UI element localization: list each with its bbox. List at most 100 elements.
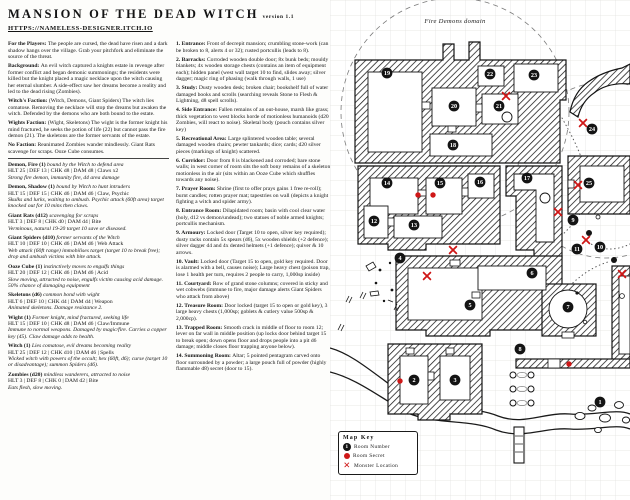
room-badge-19: 19 [381, 67, 393, 79]
monster-stats: HLT 25 | DEF 12 | CHK d10 | DAM d6 | Spe… [8, 349, 114, 356]
designer-url-link[interactable]: HTTPS://NAMELESS-DESIGNER.ITCH.IO [8, 25, 153, 32]
room-badge-11: 11 [571, 243, 583, 255]
monster-name: Demon, Fire (1) bound by the Witch to de… [8, 162, 124, 168]
location-entry: 1. Entrance: Front of decrepit mansion; … [176, 41, 329, 54]
svg-text:13: 13 [411, 222, 417, 229]
location-entry: 10. Vault: Locked door (Target 15 to ope… [176, 258, 330, 278]
intro-paragraph: No Faction: Reanimated Zombies wander mi… [8, 142, 155, 155]
monster-traits: Skulks and lurks, waiting to ambush. Psy… [8, 197, 164, 210]
room-badge-17: 17 [521, 172, 533, 184]
monster-name: Skeletons (d6) common bond with wight [8, 292, 100, 299]
location-entry: 13. Trapped Room: Smooth crack in middle… [176, 324, 327, 351]
monster-location-x [573, 180, 583, 190]
monster-location-x-icon: ✕ [343, 460, 351, 471]
room-badge-6: 6 [526, 267, 538, 279]
svg-text:4: 4 [398, 255, 401, 262]
monster-traits: Animated skeletons. Damage resistance 2. [8, 305, 103, 312]
room-secret-dot [566, 361, 572, 367]
monster-traits: Strong fire demon, immunity fire, d4 are… [8, 174, 120, 181]
map-key-title: Map Key [343, 435, 375, 441]
location-list: 1. Entrance: Front of decrepit mansion; … [176, 41, 332, 373]
dungeon-map-canvas: 1234567891011121314151617181920212223242… [330, 0, 630, 500]
location-entry: 8. Entrance Room: Dilapidated room; basi… [176, 208, 326, 227]
svg-text:20: 20 [451, 103, 457, 110]
monster-stats: HLT 3 | DEF 8 | CHK 0 | DAM d2 | Bite [8, 378, 99, 385]
room-badge-7: 7 [562, 301, 574, 313]
room-badge-25: 25 [583, 177, 595, 189]
monster-stats: HLT 6 | DEF 10 | CHK d4 | DAM d4 | Weapo… [8, 298, 113, 305]
svg-text:19: 19 [384, 70, 390, 77]
monster-traits: Eats flesh, slow moving. [8, 384, 63, 391]
monster-stat-section: Demon, Fire (1) bound by the Witch to de… [8, 162, 169, 391]
room-badge-21: 21 [493, 100, 505, 112]
svg-text:15: 15 [437, 180, 443, 187]
location-entry: 3. Study: Dusty wooden desk; broken chai… [176, 85, 329, 104]
map-key-label: Room Secret [353, 453, 385, 460]
monster-name: Zombies (d20) mindless wanderers, attrac… [8, 371, 131, 378]
version-text: version 1.1 [262, 14, 295, 20]
svg-text:5: 5 [468, 302, 471, 309]
location-key-column: 1. Entrance: Front of decrepit mansion; … [176, 41, 332, 375]
monster-location-x [617, 269, 627, 279]
room-badge-16: 16 [474, 176, 486, 188]
room-badge-20: 20 [448, 100, 460, 112]
monster-stat-block: Giant Spiders (d10) former servants of t… [8, 235, 169, 261]
svg-text:16: 16 [477, 179, 483, 186]
map-key-label: Monster Location [354, 462, 399, 469]
intro-and-bestiary-column: For the Players: The people are cursed, … [8, 41, 169, 394]
intro-paragraph: For the Players: The people are cursed, … [8, 41, 168, 60]
location-entry: 14. Summoning Room: Altar; 5 pointed pen… [176, 353, 327, 372]
intro-section: For the Players: The people are cursed, … [8, 41, 169, 155]
room-badge-5: 5 [464, 299, 476, 311]
svg-text:22: 22 [487, 71, 493, 78]
location-entry: 7. Prayer Room: Shrine (first to offer p… [176, 186, 329, 205]
room-number-badge-icon: 1 [343, 443, 351, 452]
room-badge-24: 24 [586, 123, 598, 135]
room-badge-1: 1 [594, 396, 606, 408]
svg-text:6: 6 [530, 270, 533, 277]
intro-paragraph: Wights Faction: (Wight, Skeletons) The w… [8, 120, 168, 139]
room-floors [363, 63, 630, 405]
room-secret-dot-icon [344, 453, 350, 460]
map-key-row-monster-location: ✕ Monster Location [343, 460, 413, 471]
monster-stats: HLT 25 | DEF 13 | CHK d8 | DAM d8 | Claw… [8, 168, 119, 175]
monster-location-x [578, 118, 588, 128]
room-secret-dot [397, 378, 403, 384]
location-entry: 4. Side Entrance: Fallen remains of an o… [176, 107, 329, 133]
room-badge-14: 14 [381, 177, 393, 189]
location-entry: 2. Barracks: Corroded wooden double door… [176, 56, 329, 83]
monster-stat-block: Witch (1) Lies comatose, evil dreams bec… [8, 343, 169, 369]
monster-traits: Web attack (60ft range) immobilises targ… [8, 247, 161, 261]
room-badge-3: 3 [449, 374, 461, 386]
svg-text:7: 7 [566, 304, 569, 311]
room-badge-22: 22 [484, 68, 496, 80]
monster-stat-block: Ooze Cube (1) instinctively moves to eng… [8, 264, 169, 290]
svg-text:10: 10 [597, 244, 603, 251]
room-badge-13: 13 [408, 219, 420, 231]
monster-stats: HLT 10 | DEF 10 | CHK d6 | DAM d6 | Web … [8, 241, 124, 248]
svg-text:23: 23 [531, 72, 537, 79]
monster-stat-block: Wight (1) Former knight, mind fractured,… [8, 315, 169, 341]
monster-name: Witch (1) Lies comatose, evil dreams bec… [8, 343, 132, 350]
map-key-row-room-secret: Room Secret [343, 453, 413, 460]
intro-paragraph: Witch's Faction: (Witch, Demons, Giant S… [8, 98, 167, 117]
bushes [575, 214, 625, 325]
location-entry: 5. Recreational Area: Large splintered w… [176, 135, 321, 155]
room-badge-8: 8 [514, 343, 526, 355]
monster-location-x [553, 207, 563, 217]
svg-text:17: 17 [524, 175, 530, 182]
monster-stats: HLT 15 | DEF 10 | CHK d8 | DAM d6 | Claw… [8, 320, 130, 327]
bridge [513, 426, 525, 464]
room-badge-12: 12 [368, 215, 380, 227]
outhouse-debris [337, 261, 401, 332]
monster-stat-block: Zombies (d20) mindless wanderers, attrac… [8, 372, 169, 391]
fire-demon-domain-label: Fire Demons domain [424, 18, 486, 25]
location-entry: 9. Armoury: Locked door (Target 10 to op… [176, 230, 329, 256]
monster-traits: Verminous, natural 19-20 target 10 save … [8, 225, 127, 232]
monster-stats: HLT 3 | DEF 8 | CHK d0 | DAM d4 | Bite [8, 219, 102, 226]
room-secret-dot [415, 192, 421, 198]
svg-text:14: 14 [384, 180, 390, 187]
monster-location-x [422, 271, 432, 281]
